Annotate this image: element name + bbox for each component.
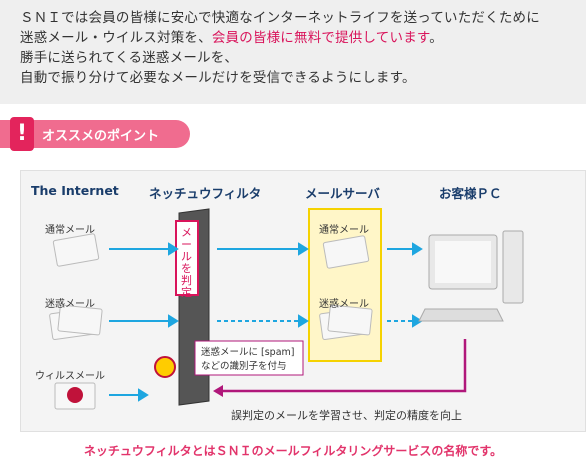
spam-note-line-1: 迷惑メールに [spam] (201, 347, 295, 358)
intro-panel: ＳＮＩでは会員の皆様に安心で快適なインターネットライフを送っていただくために 迷… (0, 0, 586, 104)
envelope-icon (322, 235, 370, 269)
label-normal-mail: 通常メール (45, 225, 95, 236)
spam-note-line-2: などの識別子を付与 (201, 361, 287, 372)
feedback-label: 誤判定のメールを学習させ、判定の精度を向上 (231, 409, 462, 422)
envelope-icon (327, 304, 373, 336)
server-label-normal: 通常メール (319, 225, 369, 236)
footer-caption: ネッチュウフィルタとはＳＮＩのメールフィルタリングサービスの名称です。 (83, 444, 503, 458)
header-filter: ネッチュウフィルタ (149, 186, 262, 201)
keyboard-icon (418, 308, 504, 322)
envelope-icon (57, 304, 103, 336)
filter-diagram: The Internet ネッチュウフィルタ メールサーバ お客様ＰＣ 通常メー… (20, 170, 586, 432)
free-highlight: 会員の皆様に無料で提供しています (211, 30, 430, 46)
server-label-spam: 迷惑メール (319, 299, 369, 310)
envelope-icon (52, 233, 100, 267)
intro-line-2: 迷惑メール・ウイルス対策を、会員の皆様に無料で提供しています。 (20, 30, 443, 46)
label-spam-mail: 迷惑メール (45, 299, 95, 310)
filter-judge-label: メールを判定 (181, 226, 192, 299)
intro-line-4: 自動で振り分けて必要なメールだけを受信できるようにします。 (20, 70, 416, 86)
header-internet: The Internet (31, 183, 119, 198)
header-mail-server: メールサーバ (305, 186, 380, 201)
header-customer-pc: お客様ＰＣ (439, 186, 502, 201)
badge-label: オススメのポイント (42, 129, 160, 144)
virus-blocked-icon (154, 356, 176, 378)
label-virus-mail: ウィルスメール (35, 371, 105, 382)
spam-note-box (194, 340, 304, 376)
skull-icon (67, 387, 83, 403)
intro-line-3: 勝手に送られてくる迷惑メールを、 (20, 50, 239, 66)
diagram-graphics (49, 208, 524, 410)
recommend-badge: ! オススメのポイント (0, 117, 190, 151)
exclamation-icon: ! (10, 117, 34, 151)
judge-label-box (175, 220, 199, 296)
tower-icon (502, 230, 524, 304)
intro-line-1: ＳＮＩでは会員の皆様に安心で快適なインターネットライフを送っていただくために (20, 10, 540, 26)
